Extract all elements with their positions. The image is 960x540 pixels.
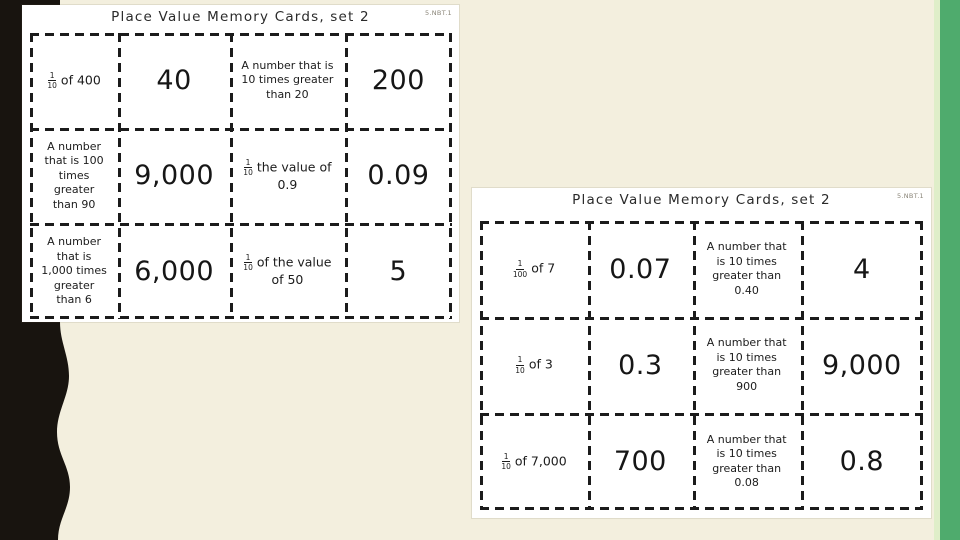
dashed-grid-lines [480, 221, 923, 510]
card-question: A number that is 100 times greater than … [44, 139, 104, 211]
card-question: A number that is 10 times greater than 0… [706, 432, 787, 490]
card-question: A number that is 10 times greater than 9… [706, 336, 787, 393]
grid-line [692, 221, 696, 510]
card-answer: 6,000 [134, 255, 214, 287]
card-question: A number that is 1,000 times greater tha… [41, 235, 107, 307]
dashed-grid-lines [30, 33, 452, 319]
grid-line [480, 221, 483, 510]
grid-line [480, 413, 923, 417]
grid-line [920, 221, 923, 510]
card-answer: 40 [156, 65, 192, 97]
grid-line [480, 221, 923, 224]
green-accent-bar [940, 0, 960, 540]
card-question: A number that is 10 times greater than 0… [706, 240, 787, 297]
grid-line [588, 221, 592, 510]
grid-line [480, 507, 923, 510]
card-answer: 9,000 [134, 160, 214, 192]
card-question: A number that is 10 times greater than 2… [241, 58, 334, 101]
card-answer: 0.3 [618, 349, 663, 381]
card-answer: 9,000 [821, 349, 902, 381]
grid-line [480, 317, 923, 321]
grid-line [800, 221, 804, 510]
sheet1-standard-label: 5.NBT.1 [424, 9, 452, 17]
green-accent-strip-light [934, 0, 940, 540]
grid-line [30, 223, 452, 227]
grid-line [30, 316, 452, 319]
card-answer: 0.07 [609, 253, 672, 285]
grid-line [30, 128, 452, 132]
card-answer: 700 [613, 446, 667, 478]
sheet2-title: Place Value Memory Cards, set 2 [572, 192, 831, 208]
grid-line [30, 33, 33, 319]
worksheet-card-sheet-1: Place Value Memory Cards, set 2 5.NBT.1 … [22, 5, 459, 322]
grid-line [118, 33, 122, 319]
worksheet-card-sheet-2: Place Value Memory Cards, set 2 5.NBT.1 … [472, 188, 931, 518]
grid-line [344, 33, 348, 319]
grid-line [30, 33, 452, 36]
card-answer: 0.8 [839, 446, 885, 478]
card-answer: 0.09 [367, 160, 430, 192]
sheet1-title: Place Value Memory Cards, set 2 [111, 9, 370, 25]
card-answer: 5 [389, 255, 408, 287]
card-answer: 4 [852, 253, 871, 285]
grid-line [230, 33, 234, 319]
grid-line [449, 33, 452, 319]
card-answer: 200 [371, 65, 425, 97]
sheet2-standard-label: 5.NBT.1 [896, 192, 924, 200]
